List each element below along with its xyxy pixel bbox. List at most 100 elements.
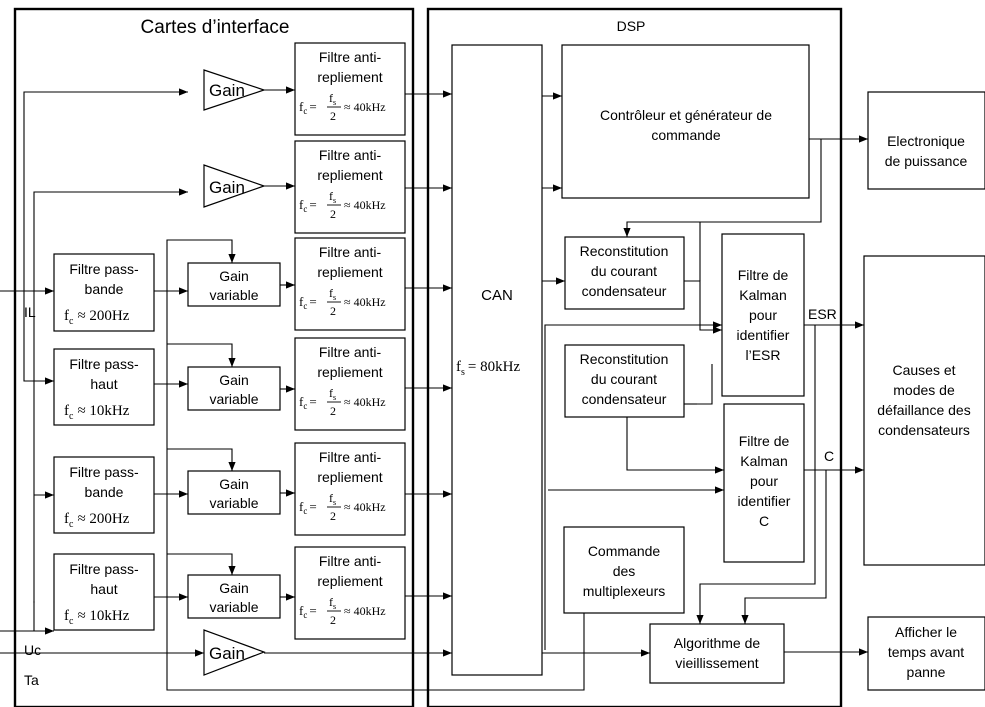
kalman-esr-block [721,233,805,397]
dsp-title: DSP [617,18,646,34]
svg-text:2: 2 [330,304,336,318]
svg-text:Gain: Gain [209,644,245,663]
bandpass-fc-2: fc≈ 200Hz [64,511,130,530]
aging-algorithm-block [649,623,785,684]
svg-text:f: f [329,386,333,400]
mux-bus-3 [167,448,236,471]
svg-text:Gain: Gain [219,268,249,284]
svg-text:repliement: repliement [317,573,382,589]
svg-text:fc=: fc= [299,394,317,411]
controller-block [561,44,810,199]
svg-text:fc=: fc= [299,499,317,516]
svg-text:f: f [329,491,333,505]
svg-text:s: s [333,196,336,205]
w [697,364,713,405]
mux-command-block [563,526,685,614]
recon-block-2 [564,344,685,418]
highpass-filter-2 [53,553,155,631]
svg-text:variable: variable [209,599,258,615]
svg-text:repliement: repliement [317,469,382,485]
variable-gain-1: Gain variable [187,262,281,307]
svg-text:Gain: Gain [219,476,249,492]
mux-bus-1 [166,239,585,691]
svg-text:2: 2 [330,207,336,221]
svg-text:variable: variable [209,287,258,303]
svg-text:f: f [329,189,333,203]
can-block [451,44,543,676]
c-to-aging [741,470,827,624]
svg-text:variable: variable [209,391,258,407]
can-sampling-rate: fs= 80kHz [456,359,520,378]
svg-text:Filtre anti-: Filtre anti- [319,344,382,360]
display-time-block [867,616,985,691]
svg-text:Filtre anti-: Filtre anti- [319,244,382,260]
gain-amp-3: Gain [203,629,266,676]
gain-amp-1: Gain [203,69,266,111]
esr-output-label: ESR [808,306,837,322]
signal-uc-label: Uc [24,642,41,658]
highpass-fc-1: fc≈ 10kHz [64,403,130,422]
il-to-gain1 [23,88,188,291]
svg-text:2: 2 [330,613,336,627]
svg-text:f: f [329,595,333,609]
ctrl-feedback [623,139,822,237]
recon-block-1 [564,236,685,310]
uc-to-gain2 [33,188,188,631]
can-label: CAN [481,287,513,304]
svg-text:Gain: Gain [209,178,245,197]
gain-amp-2: Gain [203,164,266,208]
svg-text:repliement: repliement [317,364,382,380]
svg-text:≈ 40kHz: ≈ 40kHz [344,395,386,409]
highpass-filter-1 [53,348,155,426]
svg-text:≈ 40kHz: ≈ 40kHz [344,604,386,618]
bandpass-fc-1: fc≈ 200Hz [64,308,130,327]
interface-cards-title: Cartes d’interface [141,17,290,38]
svg-text:s: s [333,393,336,402]
svg-text:fc=: fc= [299,99,317,116]
mux-bus-2 [167,343,236,367]
svg-text:f: f [329,91,333,105]
svg-text:Gain: Gain [209,81,245,100]
svg-text:repliement: repliement [317,69,382,85]
svg-text:repliement: repliement [317,167,382,183]
svg-text:≈ 40kHz: ≈ 40kHz [344,295,386,309]
power-electronics-block [867,91,985,190]
il-to-highpass [23,291,54,385]
svg-text:Filtre anti-: Filtre anti- [319,449,382,465]
svg-text:s: s [333,498,336,507]
highpass-label-2: Filtre pass-haut [69,561,139,597]
highpass-fc-2: fc≈ 10kHz [64,608,130,627]
c-output-label: C [824,448,834,464]
bandpass-label-1: Filtre pass-bande [69,261,139,297]
esr-to-aging [696,325,816,624]
bandpass-filter-1 [53,253,155,332]
recon2-to-kc [626,417,724,474]
svg-text:s: s [333,602,336,611]
svg-text:Filtre anti-: Filtre anti- [319,553,382,569]
highpass-label-1: Filtre pass-haut [69,356,139,392]
svg-text:fc=: fc= [299,603,317,620]
svg-text:≈ 40kHz: ≈ 40kHz [344,198,386,212]
mux-bus-4 [167,553,236,575]
svg-text:s: s [333,98,336,107]
svg-text:variable: variable [209,495,258,511]
can-to-kalman-esr [544,321,722,650]
svg-text:repliement: repliement [317,264,382,280]
